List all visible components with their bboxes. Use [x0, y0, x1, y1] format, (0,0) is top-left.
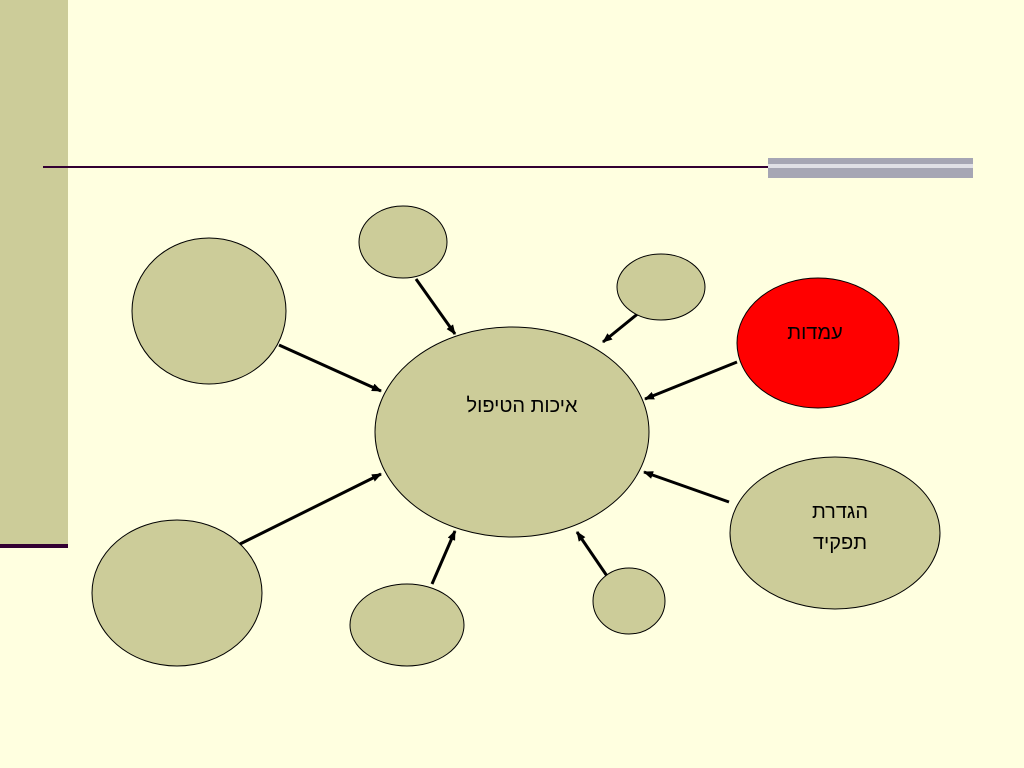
arrow-top-right-small-to-center — [602, 310, 641, 344]
center-node — [374, 326, 650, 538]
node-top-right-small — [616, 253, 706, 321]
arrow-top-small-to-center — [414, 278, 457, 335]
arrow-bottom-right-small-to-center — [575, 531, 609, 577]
center-node-label: איכות הטיפול — [466, 395, 578, 417]
amadot-node-label: עמדות — [787, 322, 843, 344]
title-divider-line — [43, 166, 973, 168]
side-accent-underline — [0, 544, 68, 548]
node-top-left-large — [131, 237, 287, 385]
title-divider-accent-highlight — [768, 164, 973, 168]
node-bottom-small — [349, 583, 465, 667]
arrow-bottom-left-large-to-center — [239, 472, 382, 546]
arrow-bottom-small-to-center — [430, 530, 457, 585]
arrow-amadot-to-center — [644, 360, 738, 401]
node-hagdarat-tafkid — [729, 456, 941, 610]
hagdarat-tafkid-label-line1: הגדרת — [811, 501, 869, 523]
side-accent-bar — [0, 0, 68, 545]
node-amadot — [736, 277, 900, 409]
node-bottom-left-large — [91, 519, 263, 667]
hagdarat-tafkid-label-line2: תפקיד — [812, 532, 868, 554]
node-bottom-right-small — [592, 567, 666, 635]
arrow-hagdarat-tafkid-to-center — [643, 470, 730, 504]
arrow-top-left-large-to-center — [278, 343, 382, 393]
title-divider-accent — [768, 158, 973, 178]
node-top-small — [358, 205, 448, 279]
